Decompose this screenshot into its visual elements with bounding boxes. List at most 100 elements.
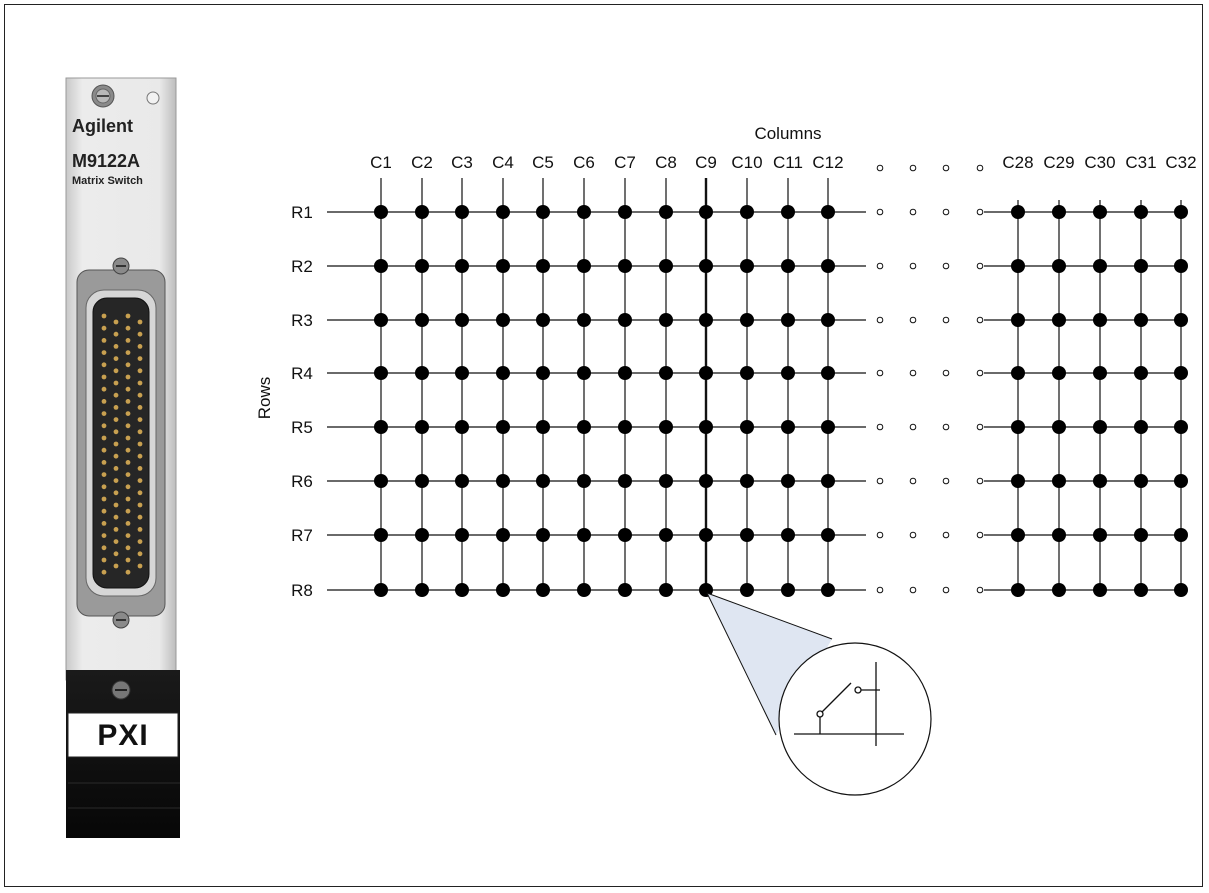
crosspoint (1052, 420, 1066, 434)
crosspoint (496, 205, 510, 219)
crosspoint (455, 205, 469, 219)
connector-pin (102, 570, 107, 575)
row-label: R1 (291, 203, 313, 222)
crosspoint (455, 366, 469, 380)
crosspoint (415, 474, 429, 488)
crosspoint (1052, 259, 1066, 273)
crosspoint (781, 420, 795, 434)
connector-pin (138, 515, 143, 520)
crosspoint (1052, 474, 1066, 488)
ellipsis-dot (910, 165, 916, 171)
crosspoint (455, 313, 469, 327)
ellipsis-dot (910, 263, 916, 269)
crosspoint (374, 205, 388, 219)
column-label: C11 (773, 153, 803, 172)
connector-pin (114, 564, 119, 569)
crosspoint (1052, 583, 1066, 597)
connector-pin (102, 545, 107, 550)
crosspoint (740, 420, 754, 434)
connector-pin (126, 326, 131, 331)
connector-pin (138, 564, 143, 569)
crosspoint (1011, 528, 1025, 542)
crosspoint (821, 528, 835, 542)
connector-pin (126, 533, 131, 538)
connector-pin (102, 436, 107, 441)
ellipsis-dot (910, 532, 916, 538)
crosspoint (618, 205, 632, 219)
crosspoint (374, 313, 388, 327)
crosspoint (821, 313, 835, 327)
ellipsis-dot (977, 209, 983, 215)
crosspoint (1134, 420, 1148, 434)
connector-pin (114, 539, 119, 544)
crosspoint (415, 583, 429, 597)
connector-pin (126, 375, 131, 380)
crosspoint (374, 366, 388, 380)
connector-pin (138, 320, 143, 325)
crosspoint (781, 313, 795, 327)
connector-pin (114, 417, 119, 422)
crosspoint (1134, 583, 1148, 597)
connector-pin (114, 429, 119, 434)
pxi-badge: PXI (97, 719, 148, 752)
ellipsis-dot (877, 209, 883, 215)
connector-pin (138, 405, 143, 410)
connector-pin (114, 393, 119, 398)
connector-pin (138, 332, 143, 337)
column-label: C2 (411, 153, 433, 172)
crosspoint (618, 528, 632, 542)
ellipsis-dot (943, 209, 949, 215)
crosspoint (1134, 259, 1148, 273)
ellipsis-dot (977, 424, 983, 430)
crosspoint (659, 474, 673, 488)
crosspoint (1174, 366, 1188, 380)
connector-pin (114, 551, 119, 556)
connector-pin (114, 405, 119, 410)
crosspoint (659, 583, 673, 597)
crosspoint (1052, 528, 1066, 542)
ellipsis-dot (977, 370, 983, 376)
connector-pin (138, 454, 143, 459)
ellipsis-dot (943, 424, 949, 430)
connector-pin (114, 527, 119, 532)
crosspoint (577, 366, 591, 380)
ellipsis-dot (977, 165, 983, 171)
connector-pin (102, 472, 107, 477)
connector-pin (138, 527, 143, 532)
crosspoint (577, 313, 591, 327)
crosspoint (781, 528, 795, 542)
connector-pin (138, 356, 143, 361)
crosspoint (536, 313, 550, 327)
crosspoint (781, 366, 795, 380)
connector-pin (102, 448, 107, 453)
crosspoint (699, 420, 713, 434)
connector-pin (114, 381, 119, 386)
led-icon (147, 92, 159, 104)
crosspoint (1093, 205, 1107, 219)
screw-icon (112, 681, 130, 699)
row-label: R5 (291, 418, 313, 437)
crosspoint (740, 205, 754, 219)
crosspoint (496, 366, 510, 380)
connector-pin (138, 466, 143, 471)
connector-pin (102, 338, 107, 343)
connector-pin (126, 521, 131, 526)
crosspoint (781, 205, 795, 219)
crosspoint (536, 420, 550, 434)
crosspoint (374, 583, 388, 597)
crosspoint (821, 420, 835, 434)
crosspoint-callout (707, 593, 931, 795)
crosspoint (740, 259, 754, 273)
crosspoint (1174, 583, 1188, 597)
crosspoint (699, 366, 713, 380)
ellipsis-dot (977, 317, 983, 323)
column-label: C8 (655, 153, 677, 172)
connector-pin (102, 460, 107, 465)
ellipsis-dot (877, 587, 883, 593)
crosspoint (415, 366, 429, 380)
crosspoint (618, 259, 632, 273)
crosspoint (496, 420, 510, 434)
column-label: C9 (695, 153, 717, 172)
crosspoint (659, 420, 673, 434)
ellipsis-dot (977, 263, 983, 269)
